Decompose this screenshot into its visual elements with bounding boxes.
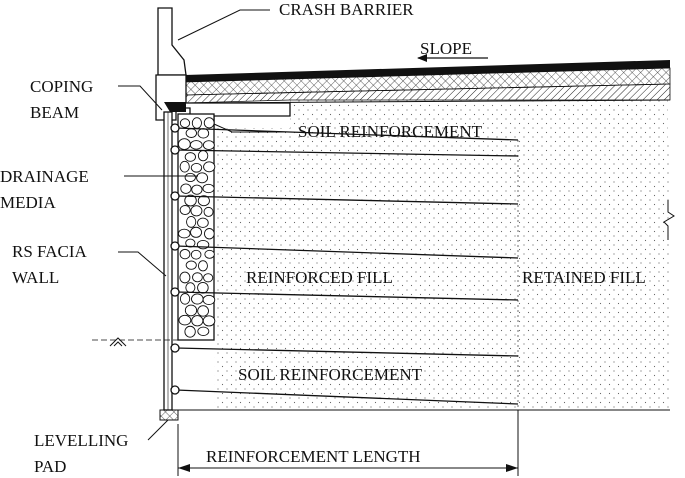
- rs-facia-wall-label-line2: WALL: [12, 268, 59, 287]
- drainage-stone: [202, 140, 215, 150]
- drainage-stone: [184, 194, 197, 207]
- drainage-stone: [203, 273, 214, 283]
- drainage-stone: [177, 138, 191, 151]
- reinforcement-strip: [175, 149, 519, 157]
- reinforcement-strip: [175, 195, 519, 205]
- drainage-stone: [180, 183, 192, 194]
- fill-zone: [214, 140, 670, 410]
- leader-rs-facia: [118, 251, 167, 277]
- drainage-stone: [185, 128, 198, 138]
- drainage-stone: [192, 272, 203, 283]
- retained-fill-label: RETAINED FILL: [522, 268, 646, 287]
- reinforcement-strip: [175, 389, 519, 405]
- drainage-stone: [179, 271, 191, 284]
- drainage-stone: [197, 281, 209, 294]
- reinforcement-strip: [175, 245, 519, 259]
- dim-arrow-right: [506, 464, 518, 472]
- drainage-stone: [191, 184, 203, 195]
- drainage-stone: [185, 260, 197, 270]
- reinforced-fill-label: REINFORCED FILL: [246, 268, 393, 287]
- levelling-pad-label-line1: LEVELLING: [34, 431, 128, 450]
- drainage-stone: [179, 205, 191, 216]
- rs-facia-wall-label-line1: RS FACIA: [12, 242, 88, 261]
- connector-loop: [170, 343, 180, 353]
- drainage-stone: [179, 293, 191, 305]
- drainage-stone: [184, 304, 198, 317]
- soil-reinforcement-strips: [175, 127, 519, 405]
- fill-upper-right: [214, 100, 668, 140]
- drainage-stone: [197, 217, 209, 228]
- reinforcement-strip: [175, 347, 519, 357]
- crash-barrier: [157, 7, 187, 76]
- drainage-stone: [185, 282, 196, 293]
- drainage-stone: [191, 293, 204, 305]
- drainage-stone: [203, 161, 216, 173]
- drainage-stone: [178, 314, 192, 326]
- levelling-pad-label-line2: PAD: [34, 457, 66, 476]
- drainage-stone: [203, 117, 215, 129]
- break-symbol: [663, 200, 675, 240]
- drainage-stone: [197, 305, 209, 317]
- drainage-stone: [203, 206, 214, 217]
- drainage-stone: [189, 140, 203, 150]
- drainage-media-label-line1: DRAINAGE: [0, 167, 89, 186]
- drainage-stone: [179, 248, 191, 260]
- drainage-stone: [191, 117, 202, 129]
- drainage-stone: [179, 118, 191, 128]
- coping-beam-label-line1: COPING: [30, 77, 93, 96]
- reinforcement-strip: [175, 291, 519, 301]
- drainage-stone: [196, 172, 209, 184]
- connector-loop: [170, 191, 180, 201]
- connector-loop: [170, 145, 180, 155]
- drainage-stone: [186, 215, 197, 228]
- dim-arrow-left: [178, 464, 190, 472]
- leader-coping-beam: [118, 85, 163, 111]
- leader-crash-barrier: [177, 9, 270, 41]
- drainage-stones: [177, 117, 216, 338]
- drainage-stone: [190, 226, 203, 238]
- drainage-stone: [191, 315, 204, 327]
- connector-loop: [170, 287, 180, 297]
- soil-reinforcement-top-label: SOIL REINFORCEMENT: [298, 122, 483, 141]
- reinforcement-length-label: REINFORCEMENT LENGTH: [206, 447, 421, 466]
- drainage-stone: [184, 172, 196, 183]
- ground-symbol: [109, 337, 127, 347]
- drainage-stone: [197, 195, 210, 207]
- drainage-stone: [190, 205, 203, 217]
- coping-beam-cap: [164, 102, 186, 112]
- soil-reinforcement-bottom-label: SOIL REINFORCEMENT: [238, 365, 423, 384]
- drainage-stone: [197, 128, 210, 139]
- drainage-stone: [197, 150, 209, 162]
- drainage-stone: [202, 183, 215, 194]
- drainage-stone: [197, 326, 210, 337]
- connector-loop: [170, 123, 180, 133]
- drainage-stone: [204, 249, 215, 259]
- reinforcement-strip: [175, 127, 519, 141]
- drainage-stone: [197, 260, 208, 272]
- drainage-media-label-line2: MEDIA: [0, 193, 56, 212]
- drainage-stone: [202, 294, 216, 306]
- slope-label: SLOPE: [420, 39, 472, 58]
- drainage-stone: [190, 162, 203, 173]
- leader-levelling-pad: [147, 419, 169, 441]
- drainage-stone: [179, 160, 190, 173]
- crash-barrier-label: CRASH BARRIER: [279, 0, 414, 19]
- connector-loop: [170, 385, 180, 395]
- drainage-stone: [177, 228, 191, 239]
- connector-loop: [170, 241, 180, 251]
- drainage-stone: [204, 228, 215, 240]
- drainage-stone: [202, 315, 216, 327]
- levelling-pad: [159, 409, 179, 421]
- drainage-stone: [184, 152, 196, 162]
- drainage-stone: [184, 325, 196, 338]
- drainage-stone: [190, 249, 202, 260]
- pavement-layers: [184, 60, 671, 104]
- coping-beam-label-line2: BEAM: [30, 103, 79, 122]
- leader-soil-reinforcement: [213, 123, 292, 133]
- connector-loops: [170, 123, 180, 395]
